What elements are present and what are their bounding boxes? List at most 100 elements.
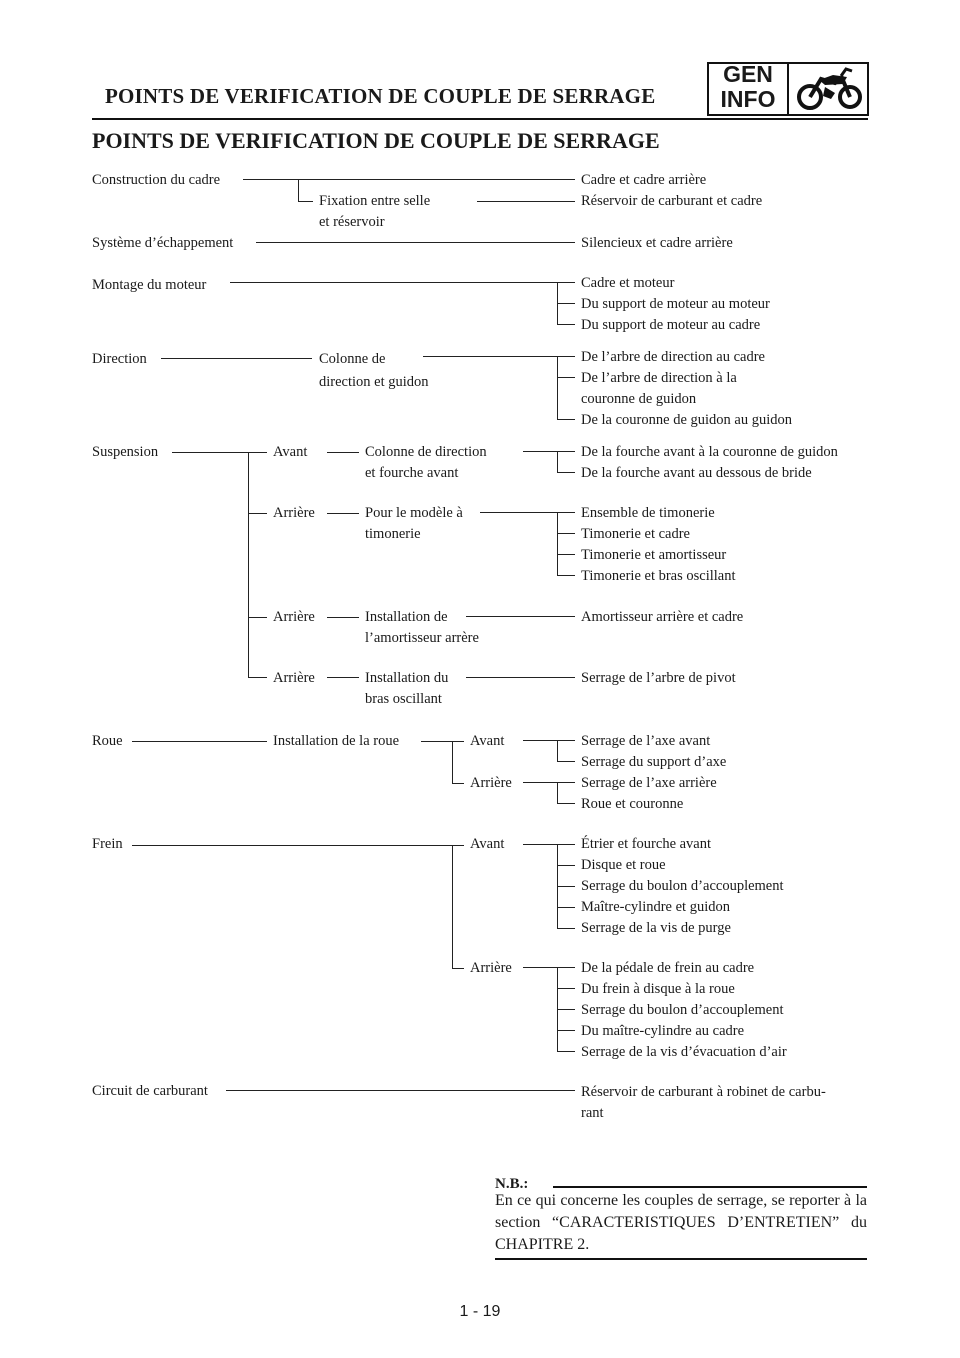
item-arbre-couronne: De l’arbre de direction à la [581, 370, 737, 386]
connector-line [452, 968, 464, 969]
item-timonerie-cadre: Timonerie et cadre [581, 526, 690, 542]
connector-line [327, 677, 359, 678]
connector-line [132, 845, 464, 846]
connector-line [161, 358, 312, 359]
item-maitre-cadre: Du maître-cylindre au cadre [581, 1023, 745, 1039]
label-colonne: Colonne de [319, 351, 386, 367]
connector-line [248, 513, 267, 514]
label-suspension-arriere-2: Arrière [273, 609, 315, 625]
connector-line [557, 575, 575, 576]
item-vis-purge: Serrage de la vis de purge [581, 920, 731, 936]
badge-line-gen: GEN [723, 61, 773, 87]
connector-line [327, 617, 359, 618]
label-roue-avant: Avant [470, 733, 505, 749]
connector-line [557, 761, 575, 762]
label-install-amortisseur: Installation de [365, 609, 448, 625]
item-ensemble-timonerie: Ensemble de timonerie [581, 505, 715, 521]
item-frein-disque: Du frein à disque à la roue [581, 981, 735, 997]
label-install-bras: Installation du [365, 670, 449, 686]
item-cadre-moteur: Cadre et moteur [581, 275, 675, 291]
label-frein: Frein [92, 836, 123, 852]
connector-line [557, 865, 575, 866]
connector-line [256, 242, 575, 243]
note-label: N.B.: [495, 1176, 529, 1192]
label-colonne-cont: direction et guidon [319, 374, 429, 390]
connector-line [452, 845, 453, 968]
connector-line [248, 452, 249, 677]
connector-line [523, 844, 575, 845]
item-timonerie-amortisseur: Timonerie et amortisseur [581, 547, 727, 563]
connector-line [248, 677, 267, 678]
connector-line [523, 967, 575, 968]
label-roue: Roue [92, 733, 123, 749]
note-top-rule [553, 1186, 867, 1188]
header-title: POINTS DE VERIFICATION DE COUPLE DE SERR… [105, 84, 656, 108]
connector-line [557, 512, 558, 575]
label-suspension: Suspension [92, 444, 159, 460]
item-disque-roue: Disque et roue [581, 857, 666, 873]
connector-line [557, 886, 575, 887]
connector-line [421, 741, 464, 742]
connector-line [557, 907, 575, 908]
label-carburant: Circuit de carburant [92, 1083, 208, 1099]
header-rule [92, 118, 868, 120]
connector-line [557, 988, 575, 989]
label-fixation: Fixation entre selle [319, 193, 431, 209]
connector-line [327, 513, 359, 514]
connector-line [557, 377, 575, 378]
connector-line [298, 179, 299, 201]
label-direction: Direction [92, 351, 147, 367]
item-couronne-guidon: De la couronne de guidon au guidon [581, 412, 793, 428]
item-etrier: Étrier et fourche avant [581, 836, 712, 852]
item-arbre-cadre: De l’arbre de direction au cadre [581, 349, 765, 365]
item-boulon-accouplement-arriere: Serrage du boulon d’accouplement [581, 1002, 784, 1018]
label-fixation-cont: et réservoir [319, 214, 385, 230]
connector-line [557, 451, 558, 472]
note-box: N.B.: [495, 1175, 867, 1193]
connector-line [226, 1090, 575, 1091]
item-reservoir-cadre: Réservoir de carburant et cadre [581, 193, 763, 209]
item-support-moteur: Du support de moteur au moteur [581, 296, 770, 312]
connector-line [452, 741, 453, 783]
item-reservoir-robinet-cont: rant [581, 1105, 604, 1121]
badge-divider [787, 62, 789, 116]
connector-line [557, 303, 575, 304]
connector-line [557, 533, 575, 534]
item-cadre-arriere: Cadre et cadre arrière [581, 172, 707, 188]
connector-line [557, 782, 558, 803]
connector-line [557, 554, 575, 555]
connector-line [557, 324, 575, 325]
connector-line [466, 616, 575, 617]
connector-line [523, 451, 575, 452]
label-install-bras-cont: bras oscillant [365, 691, 442, 707]
item-axe-avant: Serrage de l’axe avant [581, 733, 711, 749]
motorcycle-icon [797, 67, 862, 110]
label-install-amortisseur-cont: l’amortisseur arrère [365, 630, 479, 646]
connector-line [557, 1009, 575, 1010]
connector-line [557, 419, 575, 420]
label-roue-arriere: Arrière [470, 775, 512, 791]
section-title: POINTS DE VERIFICATION DE COUPLE DE SERR… [92, 128, 660, 153]
gen-info-label: GEN INFO [712, 62, 784, 112]
connector-line [523, 782, 575, 783]
label-install-roue: Installation de la roue [273, 733, 400, 749]
item-support-axe: Serrage du support d’axe [581, 754, 727, 770]
connector-line [557, 803, 575, 804]
item-axe-arriere: Serrage de l’axe arrière [581, 775, 717, 791]
label-modele-timonerie: Pour le modèle à [365, 505, 463, 521]
item-vis-evacuation: Serrage de la vis d’évacuation d’air [581, 1044, 787, 1060]
item-support-cadre: Du support de moteur au cadre [581, 317, 761, 333]
label-colonne-fourche-cont: et fourche avant [365, 465, 459, 481]
connector-line [557, 928, 575, 929]
item-fourche-bride: De la fourche avant au dessous de bride [581, 465, 812, 481]
connector-line [243, 179, 575, 180]
label-suspension-arriere-1: Arrière [273, 505, 315, 521]
item-roue-couronne: Roue et couronne [581, 796, 684, 812]
connector-line [172, 452, 267, 453]
connector-line [480, 512, 575, 513]
item-amortisseur-cadre: Amortisseur arrière et cadre [581, 609, 744, 625]
item-silencieux: Silencieux et cadre arrière [581, 235, 733, 251]
note-bottom-rule [495, 1258, 867, 1260]
label-suspension-avant: Avant [273, 444, 308, 460]
connector-line [230, 282, 575, 283]
